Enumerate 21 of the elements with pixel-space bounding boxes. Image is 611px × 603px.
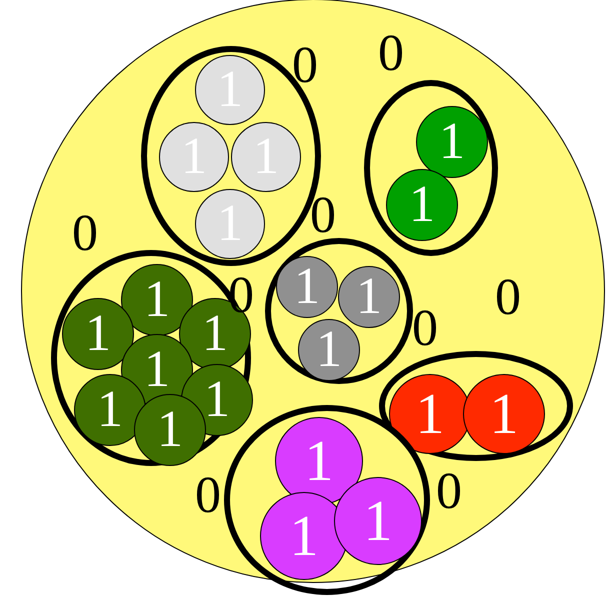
digit-label: 0 <box>292 40 318 92</box>
numbered-circle: 1 <box>463 374 545 454</box>
digit-label: 0 <box>436 466 462 518</box>
group-outline <box>51 250 251 466</box>
digit-label: 0 <box>72 208 98 260</box>
digit-label: 0 <box>495 272 521 324</box>
group-outline <box>379 351 573 461</box>
group-outline <box>364 80 498 256</box>
numbered-circle: 1 <box>416 106 488 178</box>
numbered-circle: 1 <box>276 256 338 318</box>
digit-label: 0 <box>378 28 404 80</box>
numbered-circle: 1 <box>62 298 134 370</box>
numbered-circle: 1 <box>386 169 458 241</box>
digit-label: 0 <box>195 470 221 522</box>
numbered-circle: 1 <box>338 266 400 328</box>
numbered-circle: 1 <box>121 264 193 336</box>
digit-label: 0 <box>412 303 438 355</box>
numbered-circle: 1 <box>134 394 206 466</box>
numbered-circle: 1 <box>298 319 360 381</box>
group-outline <box>265 238 413 384</box>
digit-label: 0 <box>310 190 336 242</box>
